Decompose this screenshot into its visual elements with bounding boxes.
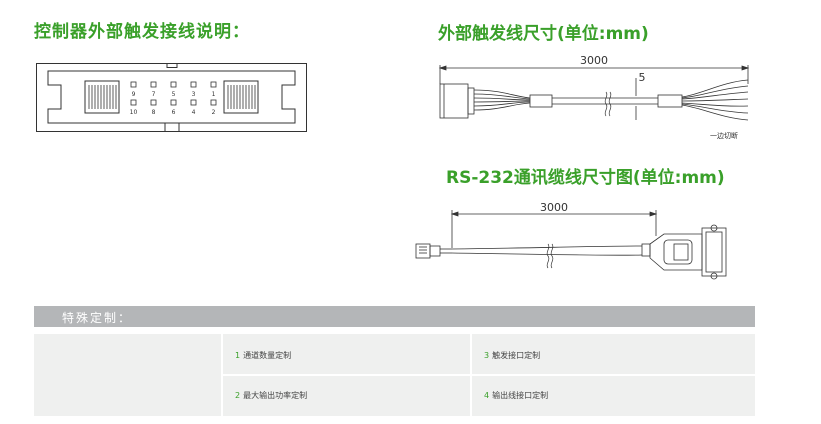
option-number: 3 bbox=[484, 351, 490, 360]
trigger-cable-heading: 外部触发线尺寸(单位:mm) bbox=[438, 24, 649, 44]
rs232-cable-heading: RS-232通讯缆线尺寸图(单位:mm) bbox=[446, 168, 725, 188]
connector-diagram: 9 7 5 3 1 10 8 6 4 2 bbox=[36, 63, 307, 132]
pin-label: 4 bbox=[192, 109, 196, 116]
cable-length-label: 3000 bbox=[580, 54, 608, 67]
connector-wiring-heading: 控制器外部触发接线说明： bbox=[34, 22, 250, 42]
pin-label: 1 bbox=[212, 91, 216, 98]
table-divider bbox=[223, 374, 755, 376]
custom-section-title: 特殊定制： bbox=[62, 311, 133, 325]
pin-label: 6 bbox=[172, 109, 176, 116]
pin-label: 2 bbox=[212, 109, 216, 116]
cut-note-label: 一边切断 bbox=[710, 131, 738, 140]
pin-label: 10 bbox=[130, 109, 138, 116]
pin-label: 5 bbox=[172, 91, 176, 98]
option-number: 2 bbox=[235, 391, 241, 400]
table-divider bbox=[221, 334, 223, 416]
rs232-cable-diagram: 3000 bbox=[415, 201, 727, 280]
end-length-label: 5 bbox=[639, 71, 646, 84]
option-number: 1 bbox=[235, 351, 241, 360]
custom-section-header: 特殊定制： bbox=[34, 306, 755, 327]
option-number: 4 bbox=[484, 391, 490, 400]
pin-label: 9 bbox=[132, 91, 136, 98]
trigger-cable-diagram: 3000 5 一边切断 bbox=[438, 54, 750, 140]
pin-label: 8 bbox=[152, 109, 156, 116]
pin-label: 3 bbox=[192, 91, 196, 98]
option-label: 通道数量定制 bbox=[243, 351, 292, 360]
option-label: 触发接口定制 bbox=[492, 351, 541, 360]
pin-label: 7 bbox=[152, 91, 156, 98]
option-label: 输出线接口定制 bbox=[492, 391, 549, 400]
option-label: 最大输出功率定制 bbox=[243, 391, 308, 400]
rs232-length-label: 3000 bbox=[540, 201, 568, 214]
